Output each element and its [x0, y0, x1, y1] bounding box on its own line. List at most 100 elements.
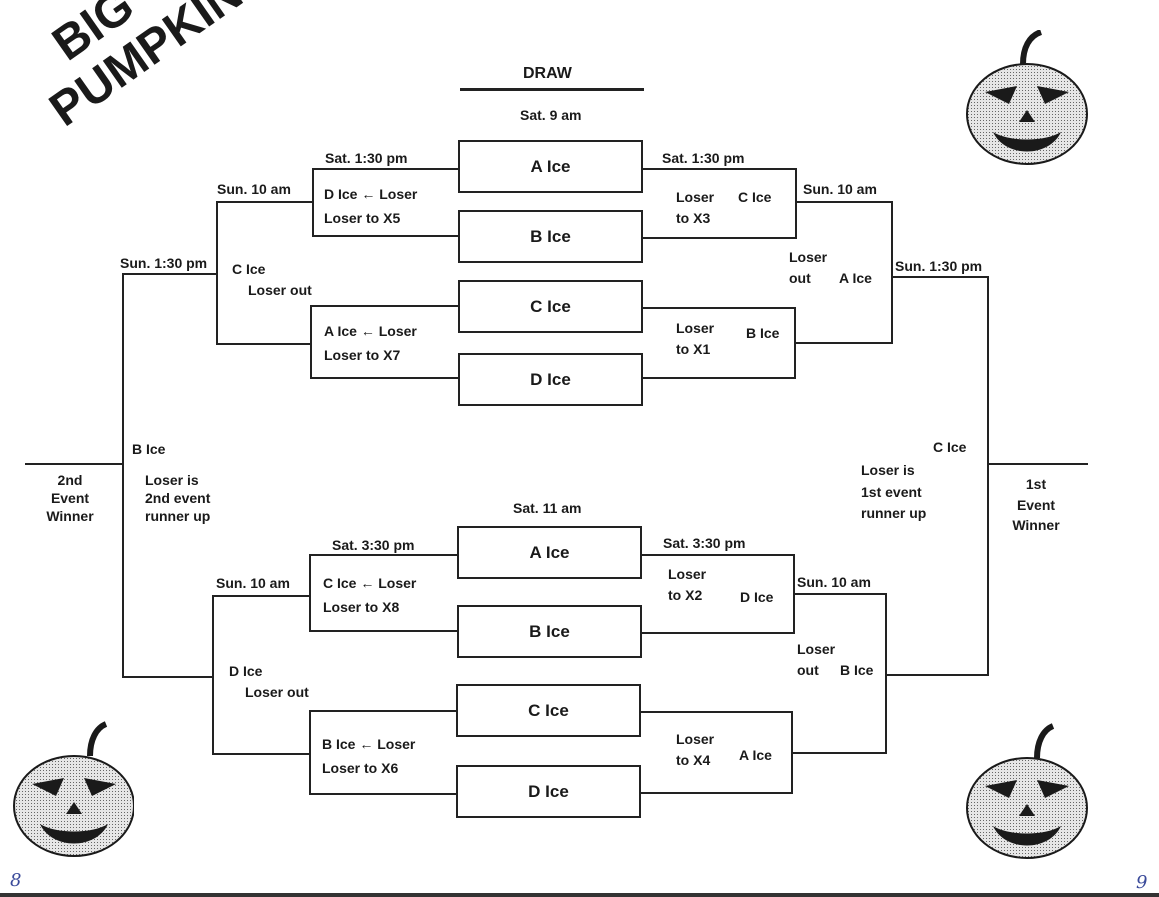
- left-final-loser-line1: Loser is: [145, 472, 199, 488]
- bottom-left-upper-time: Sat. 3:30 pm: [332, 537, 415, 553]
- bracket-line: [796, 342, 893, 344]
- page-number-right: 9: [1136, 872, 1148, 893]
- top-left-semi-line1: C Ice: [232, 261, 266, 277]
- bracket-line: [312, 235, 459, 237]
- bracket-line: [312, 168, 459, 170]
- bracket-line: [310, 305, 312, 379]
- bracket-line: [212, 753, 310, 755]
- bracket-line: [792, 752, 887, 754]
- left-final-loser-line3: runner up: [145, 508, 211, 524]
- bottom-right-semi-time: Sun. 10 am: [797, 574, 871, 590]
- top-left-lower-line2: Loser to X7: [324, 347, 401, 363]
- bracket-line: [25, 463, 123, 465]
- bracket-line: [216, 201, 218, 345]
- bottom-right-lower-line2: to X4: [676, 752, 711, 768]
- bracket-line: [212, 595, 214, 755]
- top-left-semi-line2: Loser out: [248, 282, 312, 298]
- right-winner-line3: Winner: [1012, 517, 1060, 533]
- bracket-line: [988, 463, 1088, 465]
- top-box-c-ice: C Ice: [458, 280, 643, 333]
- bracket-line: [309, 710, 311, 795]
- bracket-line: [216, 201, 313, 203]
- bottom-draw-time: Sat. 11 am: [513, 500, 582, 516]
- bottom-left-semi-line2: Loser out: [245, 684, 309, 700]
- bracket-line: [987, 276, 989, 676]
- bracket-line: [642, 632, 795, 634]
- bottom-box-b-ice: B Ice: [457, 605, 642, 658]
- bracket-line: [891, 201, 893, 344]
- bracket-line: [643, 377, 796, 379]
- top-right-upper-time: Sat. 1:30 pm: [662, 150, 745, 166]
- bottom-right-semi-ice: B Ice: [840, 662, 874, 678]
- top-right-lower-line2: to X1: [676, 341, 711, 357]
- bracket-line: [794, 593, 887, 595]
- bracket-line: [122, 273, 124, 678]
- bracket-line: [309, 554, 458, 556]
- bracket-line: [794, 307, 796, 379]
- bracket-line: [643, 237, 797, 239]
- bracket-line: [212, 595, 310, 597]
- top-box-d-ice: D Ice: [458, 353, 643, 406]
- top-right-upper-line2: to X3: [676, 210, 711, 226]
- bracket-line: [216, 343, 311, 345]
- bottom-right-upper-time: Sat. 3:30 pm: [663, 535, 746, 551]
- draw-header: DRAW: [523, 65, 572, 82]
- left-final-loser-line2: 2nd event: [145, 490, 211, 506]
- top-left-upper-line1: D Ice ← Loser: [324, 186, 418, 202]
- bracket-line: [796, 201, 893, 203]
- top-right-semi-line2: out: [789, 270, 811, 286]
- bracket-line: [122, 273, 217, 275]
- bracket-line: [310, 305, 459, 307]
- top-right-semi-ice: A Ice: [839, 270, 872, 286]
- bracket-line: [886, 674, 989, 676]
- page-number-left: 8: [10, 870, 22, 891]
- left-winner-line2: Event: [50, 490, 90, 506]
- bottom-right-upper-ice: D Ice: [740, 589, 774, 605]
- top-right-lower-ice: B Ice: [746, 325, 780, 341]
- top-right-semi-line1: Loser: [789, 249, 828, 265]
- bottom-right-semi-line1: Loser: [797, 641, 836, 657]
- jack-o-lantern-icon: [966, 723, 1088, 859]
- bracket-line: [885, 593, 887, 754]
- bracket-line: [892, 276, 989, 278]
- bottom-right-lower-ice: A Ice: [739, 747, 772, 763]
- right-final-loser-line3: runner up: [861, 505, 927, 521]
- bottom-left-upper-line1: C Ice ← Loser: [323, 575, 417, 591]
- bracket-line: [309, 630, 458, 632]
- bracket-line: [310, 377, 459, 379]
- bracket-line: [309, 710, 457, 712]
- bracket-line: [641, 711, 793, 713]
- bracket-line: [122, 676, 213, 678]
- bracket-line: [641, 792, 793, 794]
- right-winner-line1: 1st: [1025, 476, 1047, 492]
- top-right-final-time: Sun. 1:30 pm: [895, 258, 983, 274]
- top-right-upper-ice: C Ice: [738, 189, 772, 205]
- left-winner-line3: Winner: [46, 508, 94, 524]
- top-left-upper-time: Sat. 1:30 pm: [325, 150, 408, 166]
- jack-o-lantern-icon: [13, 721, 134, 857]
- bottom-left-semi-line1: D Ice: [229, 663, 263, 679]
- bracket-line: [795, 168, 797, 239]
- bracket-line: [309, 793, 457, 795]
- jack-o-lantern-icon: [966, 30, 1088, 165]
- top-box-b-ice: B Ice: [458, 210, 643, 263]
- bottom-box-d-ice: D Ice: [456, 765, 641, 818]
- bottom-right-lower-line1: Loser: [676, 731, 715, 747]
- right-final-loser-line1: Loser is: [861, 462, 915, 478]
- top-left-final-time: Sun. 1:30 pm: [120, 255, 208, 271]
- bottom-box-c-ice: C Ice: [456, 684, 641, 737]
- bottom-box-a-ice: A Ice: [457, 526, 642, 579]
- bottom-right-upper-line1: Loser: [668, 566, 707, 582]
- top-left-lower-line1: A Ice ← Loser: [324, 323, 417, 339]
- page-bottom-rule: [0, 893, 1159, 897]
- left-winner-line1: 2nd: [57, 472, 83, 488]
- bottom-left-semi-time: Sun. 10 am: [216, 575, 290, 591]
- bottom-left-lower-line1: B Ice ← Loser: [322, 736, 416, 752]
- top-right-upper-line1: Loser: [676, 189, 715, 205]
- right-final-ice: C Ice: [933, 439, 967, 455]
- top-left-semi-time: Sun. 10 am: [217, 181, 291, 197]
- bottom-right-semi-line2: out: [797, 662, 819, 678]
- top-right-lower-line1: Loser: [676, 320, 715, 336]
- draw-underline: [460, 88, 644, 91]
- bracket-line: [642, 554, 795, 556]
